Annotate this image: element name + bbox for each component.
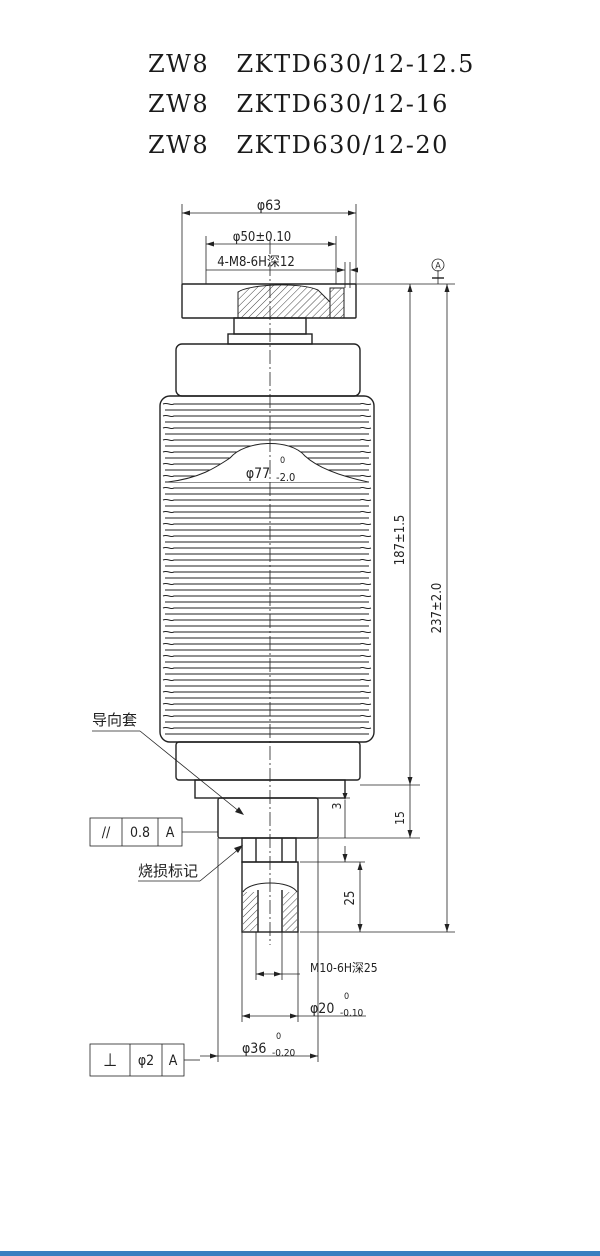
rib-line: [162, 690, 372, 699]
rib-line: [162, 510, 372, 519]
rib-line: [162, 426, 372, 435]
label-wear-mark: 烧损标记: [138, 845, 243, 882]
ceramic-ribs: [162, 402, 372, 735]
guide-sleeve-label: 导向套: [92, 711, 137, 729]
dimension-lines: [181, 204, 455, 1062]
perpendicular-value: φ2: [138, 1053, 154, 1069]
rib-line: [162, 534, 372, 543]
rib-line: [162, 402, 372, 411]
perpendicular-datum: A: [169, 1053, 178, 1069]
parallel-datum: A: [166, 825, 175, 841]
rib-line: [162, 630, 372, 639]
dim-3: 3: [330, 803, 344, 810]
model-title-1: ZW8 ZKTD630/12-12.5: [148, 50, 475, 78]
rib-line: [162, 654, 372, 663]
dim-237: 237±2.0: [430, 583, 445, 634]
label-guide-sleeve: 导向套: [92, 711, 244, 815]
dim-d36-lower: -0.20: [272, 1048, 296, 1059]
rib-line: [162, 678, 372, 687]
dim-d36-upper: 0: [276, 1032, 281, 1042]
dim-d77: φ77: [246, 466, 270, 482]
tolerance-frame-perpendicular: ⊥ φ2 A: [89, 1043, 200, 1077]
section-break-fill: [232, 458, 306, 482]
dim-d20-lower: -0.10: [340, 1008, 364, 1019]
dim-d77-upper: 0: [280, 456, 285, 466]
rib-line: [162, 702, 372, 711]
dim-187: 187±1.5: [393, 515, 408, 566]
datum-label: A: [435, 262, 441, 272]
rib-line: [162, 414, 372, 423]
rib-line: [162, 642, 372, 651]
rib-line: [162, 606, 372, 615]
rib-line: [162, 666, 372, 675]
bottom-accent-bar: [0, 1251, 600, 1256]
dimension-texts: φ63 φ50±0.10 4-M8-6H深12 φ77 0 -2.0 187±1…: [217, 198, 445, 1059]
rib-line: [162, 618, 372, 627]
parallel-value: 0.8: [130, 825, 150, 841]
rib-line: [162, 546, 372, 555]
dim-15: 15: [393, 811, 407, 825]
dim-thread-top: 4-M8-6H深12: [217, 255, 295, 270]
dim-d77-lower: -2.0: [276, 471, 295, 484]
rib-line: [162, 486, 372, 495]
datum-circle: [431, 258, 445, 272]
rib-line: [162, 558, 372, 567]
rib-line: [162, 726, 372, 735]
dim-d36: φ36: [242, 1041, 266, 1057]
rib-line: [162, 498, 372, 507]
dim-d50: φ50±0.10: [233, 230, 291, 245]
rib-line: [162, 570, 372, 579]
dimension-arrows: [182, 210, 450, 1059]
parallel-symbol: //: [102, 825, 111, 841]
model-title-2: ZW8 ZKTD630/12-16: [148, 90, 449, 118]
tolerance-frame-parallel: // 0.8 A: [89, 817, 218, 847]
rib-line: [162, 522, 372, 531]
rib-line: [162, 714, 372, 723]
dim-25: 25: [343, 891, 358, 906]
wear-mark-label: 烧损标记: [138, 862, 198, 880]
dim-thread-bottom: M10-6H深25: [310, 961, 378, 975]
dim-d63: φ63: [257, 198, 281, 214]
model-title-3: ZW8 ZKTD630/12-20: [148, 131, 449, 159]
rib-line: [162, 582, 372, 591]
dim-d20-upper: 0: [344, 992, 349, 1002]
rib-line: [162, 594, 372, 603]
perpendicular-symbol: ⊥: [103, 1050, 117, 1071]
dim-d20: φ20: [310, 1001, 334, 1017]
